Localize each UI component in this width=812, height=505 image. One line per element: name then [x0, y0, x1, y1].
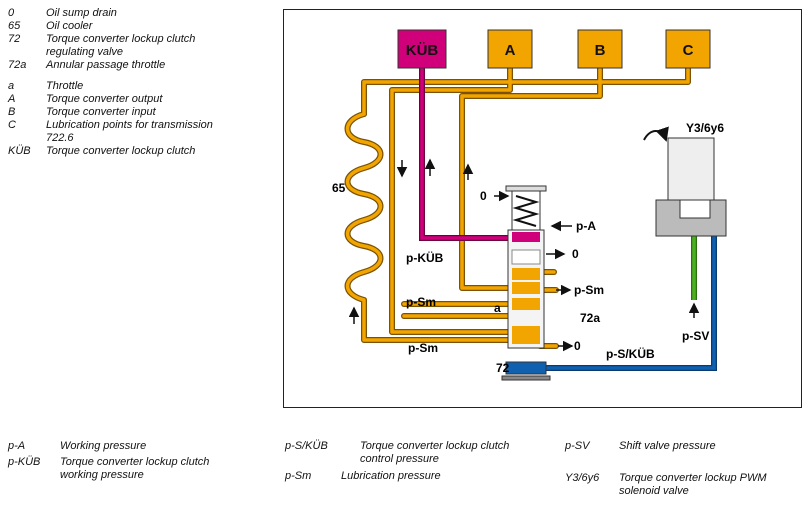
legend-key: p-Sm — [285, 470, 312, 482]
legend-key: a — [8, 80, 15, 92]
legend-label: Lubrication points for transmission 722.… — [46, 119, 213, 144]
label-throttle: a — [494, 301, 501, 315]
legend-item-kub: KÜB Torque converter lockup clutch — [8, 145, 278, 158]
legend-key: 0 — [8, 7, 15, 19]
label-drain-mid: 0 — [572, 247, 579, 261]
legend-label: Torque converter output — [46, 93, 163, 105]
label-drain-top: 0 — [480, 189, 487, 203]
legend-key: 72 — [8, 33, 21, 45]
label-psv: p-SV — [682, 329, 709, 343]
legend-item-a: a Throttle — [8, 80, 278, 93]
legend-item-72: 72 Torque converter lockup clutch regulat… — [8, 33, 278, 59]
legend-key: 65 — [8, 20, 21, 32]
legend-key: p-A — [8, 440, 26, 452]
bottom-legend-psv: p-SV Shift valve pressure — [565, 440, 716, 453]
label-psm-left2: p-Sm — [408, 341, 438, 355]
kub-line — [419, 68, 516, 241]
legend-item-C: C Lubrication points for transmission 722… — [8, 119, 278, 145]
legend-label: Torque converter input — [46, 106, 156, 118]
flow-arrows — [348, 158, 700, 352]
legend-key: A — [8, 93, 16, 105]
diagram-frame: KÜB A B C — [283, 9, 802, 408]
label-solenoid: Y3/6y6 — [686, 121, 724, 135]
legend-label: Torque converter lockup clutch — [46, 145, 196, 157]
legend-key: B — [8, 106, 16, 118]
legend-key: 72a — [8, 59, 27, 71]
legend-label: Torque converter lockup PWM solenoid val… — [619, 472, 767, 497]
legend-key: C — [8, 119, 16, 131]
box-b: B — [577, 29, 623, 69]
legend-label: Lubrication pressure — [341, 470, 441, 482]
legend-key: KÜB — [8, 145, 31, 157]
box-kub-label: KÜB — [406, 42, 439, 59]
legend-item-72a: 72a Annular passage throttle — [8, 59, 278, 72]
bottom-legend-pa: p-A Working pressure — [8, 440, 146, 453]
oil-lines — [344, 65, 691, 349]
bottom-legend-psm: p-Sm Lubrication pressure — [285, 470, 441, 483]
legend-label: Torque converter lockup clutch regulatin… — [46, 33, 196, 58]
box-c-label: C — [683, 42, 694, 59]
legend-label: Torque converter lockup clutch control p… — [360, 440, 510, 465]
legend-item-A: A Torque converter output — [8, 93, 278, 106]
hydraulic-diagram: KÜB A B C — [332, 29, 727, 381]
legend-key: Y3/6y6 — [565, 472, 600, 484]
legend-item-B: B Torque converter input — [8, 106, 278, 119]
legend-label: Working pressure — [60, 440, 147, 452]
legend-label: Shift valve pressure — [619, 440, 716, 452]
label-annular: 72a — [580, 311, 600, 325]
regulating-valve — [501, 185, 551, 381]
label-valve: 72 — [496, 361, 510, 375]
label-pa: p-A — [576, 219, 596, 233]
bottom-legend-y3: Y3/6y6 Torque converter lockup PWM solen… — [565, 472, 799, 498]
legend-key: p-SV — [565, 440, 590, 452]
box-a: A — [487, 29, 533, 69]
label-cooler: 65 — [332, 181, 346, 195]
legend-label: Throttle — [46, 80, 84, 92]
legend-item-0: 0 Oil sump drain — [8, 7, 278, 20]
box-kub: KÜB — [397, 29, 447, 69]
bottom-legend-pkub: p-KÜB Torque converter lockup clutch wor… — [8, 456, 250, 482]
legend-label: Torque converter lockup clutch working p… — [60, 456, 210, 481]
bottom-legend-pskub: p-S/KÜB Torque converter lockup clutch c… — [285, 440, 510, 466]
legend-label: Annular passage throttle — [46, 59, 166, 71]
solenoid-valve — [643, 126, 727, 237]
control-line — [522, 210, 717, 371]
box-b-label: B — [595, 42, 606, 59]
label-pskub: p-S/KÜB — [606, 346, 655, 361]
legend-label: Oil sump drain — [46, 7, 117, 19]
legend-bottom: p-A Working pressure p-KÜB Torque conver… — [0, 440, 812, 500]
label-pkub: p-KÜB — [406, 250, 444, 265]
box-a-label: A — [505, 42, 516, 59]
box-c: C — [665, 29, 711, 69]
label-drain-low: 0 — [574, 339, 581, 353]
legend-item-65: 65 Oil cooler — [8, 20, 278, 33]
legend-key: p-KÜB — [8, 456, 41, 468]
label-psm-left1: p-Sm — [406, 295, 436, 309]
legend-label: Oil cooler — [46, 20, 93, 32]
label-psm-right: p-Sm — [574, 283, 604, 297]
legend-key: p-S/KÜB — [285, 440, 328, 452]
